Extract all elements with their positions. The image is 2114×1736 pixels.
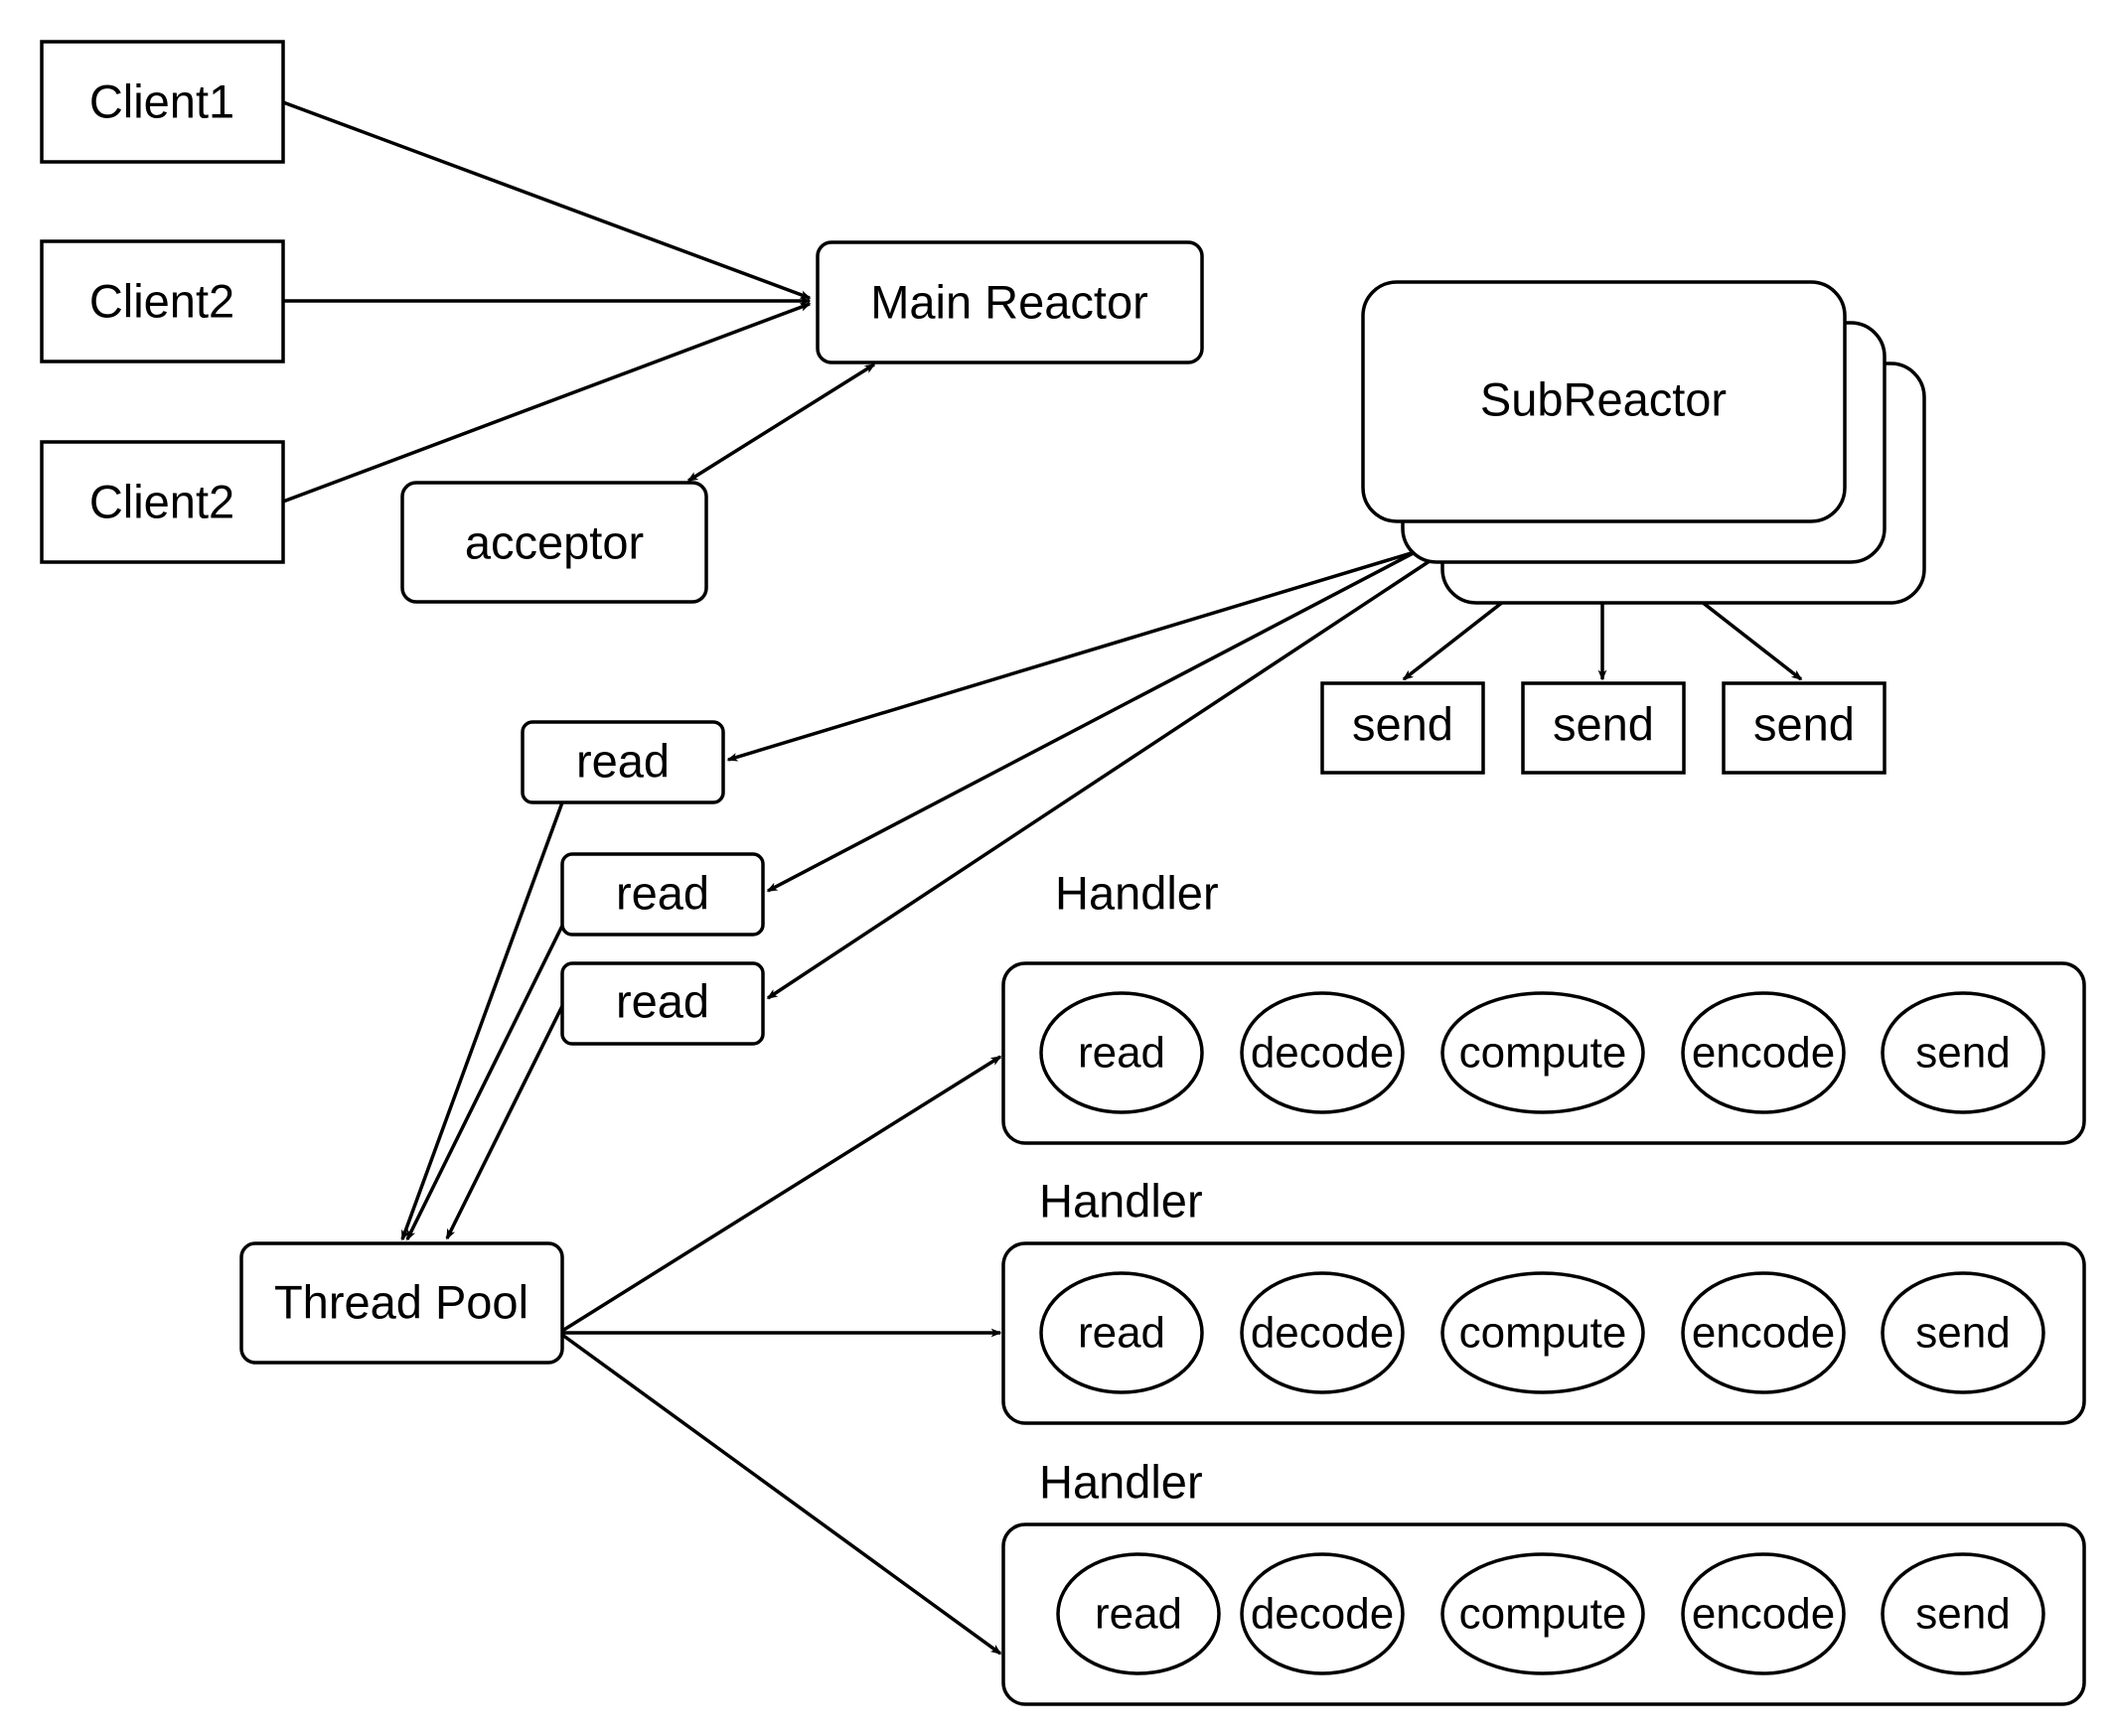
- read-label: read: [616, 975, 709, 1028]
- send-node: send: [1320, 681, 1485, 775]
- edge-read2-pool: [405, 921, 566, 1241]
- client-node: Client2: [40, 239, 285, 363]
- handler-title: Handler: [1039, 1456, 1203, 1509]
- handler-step: encode: [1692, 1590, 1835, 1639]
- subreactor-node: SubReactor: [1361, 280, 1926, 605]
- edge-read1-pool: [400, 801, 564, 1241]
- handler-title: Handler: [1055, 867, 1219, 920]
- acceptor-node: acceptor: [400, 481, 708, 604]
- read-node: read: [560, 852, 765, 937]
- client-label: Client1: [89, 75, 234, 128]
- subreactor-label: SubReactor: [1480, 373, 1727, 426]
- handler-step: send: [1915, 1590, 2010, 1639]
- edge-client1-main: [282, 100, 812, 300]
- thread-pool-node: Thread Pool: [239, 1241, 564, 1365]
- handler-step: send: [1915, 1029, 2010, 1078]
- handler-step: decode: [1251, 1029, 1394, 1078]
- handler-step: read: [1078, 1309, 1165, 1358]
- handler-step: encode: [1692, 1029, 1835, 1078]
- edge-sub-read3: [766, 522, 1486, 1000]
- edge-client3-main: [282, 302, 812, 504]
- send-node: send: [1521, 681, 1686, 775]
- read-node: read: [560, 961, 765, 1046]
- edge-pool-handler3: [560, 1333, 1002, 1656]
- handler-group: Handler read decode compute encode send: [1001, 1175, 2086, 1425]
- main-reactor-node: Main Reactor: [816, 240, 1204, 364]
- client-label: Client2: [89, 476, 234, 528]
- handler-step: read: [1078, 1029, 1165, 1078]
- thread-pool-label: Thread Pool: [274, 1276, 528, 1329]
- send-label: send: [1352, 698, 1453, 751]
- edge-pool-handler1: [561, 1055, 1002, 1333]
- handler-step: send: [1915, 1309, 2010, 1358]
- client-label: Client2: [89, 275, 234, 328]
- handler-title: Handler: [1039, 1175, 1203, 1228]
- handler-group: Handler read decode compute encode send: [1001, 1456, 2086, 1706]
- client-node: Client2: [40, 440, 285, 564]
- handler-step: compute: [1459, 1309, 1627, 1358]
- edge-read3-pool: [445, 1005, 564, 1240]
- send-label: send: [1553, 698, 1654, 751]
- handler-step: encode: [1692, 1309, 1835, 1358]
- send-node: send: [1722, 681, 1887, 775]
- acceptor-label: acceptor: [465, 516, 644, 569]
- handler-step: decode: [1251, 1590, 1394, 1639]
- edge-acceptor-main: [686, 362, 876, 483]
- client-node: Client1: [40, 40, 285, 164]
- handler-group: Handler read decode compute encode send: [1001, 867, 2086, 1145]
- edge-sub-read2: [766, 522, 1469, 893]
- handler-step: read: [1095, 1590, 1182, 1639]
- handler-step: compute: [1459, 1590, 1627, 1639]
- edge-sub-read1: [726, 542, 1441, 762]
- main-reactor-label: Main Reactor: [870, 276, 1148, 329]
- handler-step: compute: [1459, 1029, 1627, 1078]
- read-node: read: [521, 720, 725, 804]
- read-label: read: [576, 735, 670, 788]
- handler-step: decode: [1251, 1309, 1394, 1358]
- read-label: read: [616, 867, 709, 920]
- edges: [282, 100, 1803, 1656]
- send-label: send: [1753, 698, 1855, 751]
